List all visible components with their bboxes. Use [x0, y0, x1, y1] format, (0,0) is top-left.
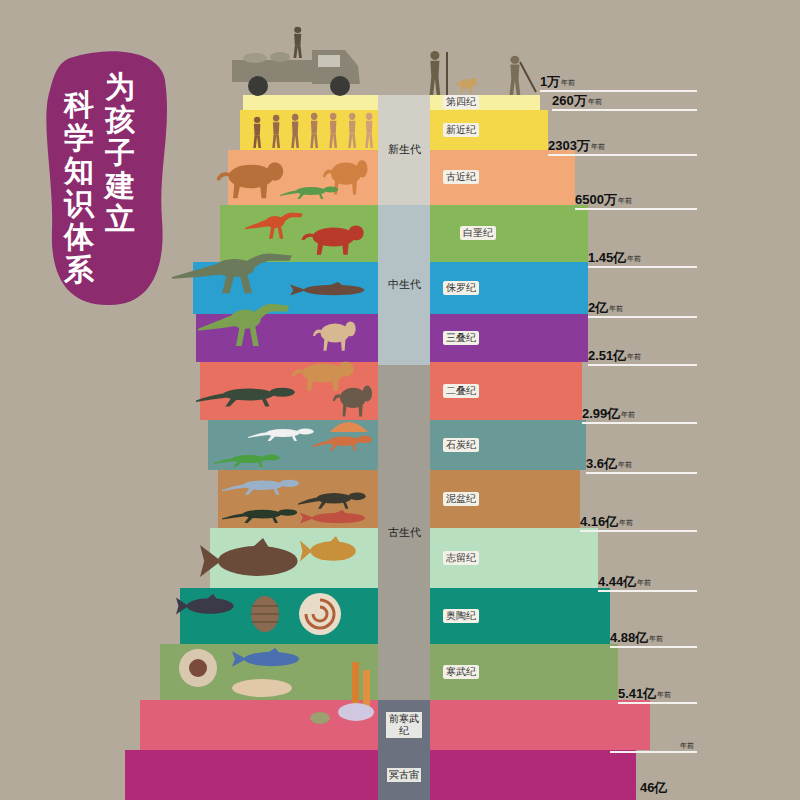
date-label: 3.6亿 [586, 456, 617, 471]
period-band: 三叠纪 [196, 314, 588, 362]
date-label: 260万 [552, 93, 587, 108]
label-holder: 6500万 [575, 192, 617, 207]
era-label: 古生代 [388, 526, 421, 539]
period-label: 白垩纪 [460, 226, 496, 240]
date-label: 2.99亿 [582, 406, 620, 421]
unit-label: 年前 [618, 461, 632, 469]
period-label: 第四纪 [443, 95, 479, 109]
period-label: 二叠纪 [443, 384, 479, 398]
label-holder: 2.99亿 [582, 406, 620, 421]
label-holder: 年前 [618, 461, 632, 469]
era-segment: 古生代 [378, 365, 430, 700]
label-holder: 46亿 [640, 780, 667, 795]
date-label: 2303万 [548, 138, 590, 153]
era-segment: 新生代 [378, 95, 430, 205]
label-holder: 年前 [609, 305, 623, 313]
label-holder: 1.45亿 [588, 250, 626, 265]
label-holder: 2亿 [588, 300, 608, 315]
unit-label: 年前 [680, 742, 694, 750]
period-label: 石炭纪 [443, 438, 479, 452]
label-holder: 科学知识体系 [64, 88, 94, 286]
unit-label: 年前 [618, 197, 632, 205]
period-band: 第四纪 [243, 95, 540, 110]
period-label: 寒武纪 [443, 665, 479, 679]
label-holder: 5.41亿 [618, 686, 656, 701]
era-label: 新生代 [388, 143, 421, 156]
period-band: 二叠纪 [200, 362, 582, 420]
period-band: 寒武纪 [160, 644, 618, 700]
period-band: 泥盆纪 [218, 470, 580, 528]
period-label: 新近纪 [443, 123, 479, 137]
era-segment: 中生代 [378, 205, 430, 365]
label-holder: 年前 [621, 411, 635, 419]
date-label: 6500万 [575, 192, 617, 207]
label-holder: 2.51亿 [588, 348, 626, 363]
label-holder: 4.16亿 [580, 514, 618, 529]
date-label: 4.16亿 [580, 514, 618, 529]
label-holder: 年前 [618, 197, 632, 205]
label-holder: 年前 [588, 98, 602, 106]
unit-label: 年前 [649, 635, 663, 643]
unit-label: 年前 [637, 579, 651, 587]
label-holder: 年前 [657, 691, 671, 699]
unit-label: 年前 [591, 143, 605, 151]
date-label: 1万 [540, 74, 560, 89]
unit-label: 年前 [588, 98, 602, 106]
label-holder: 年前 [619, 519, 633, 527]
eon-band: 冥古宙 [125, 750, 636, 800]
unit-label: 年前 [561, 79, 575, 87]
eon-label: 冥古宙 [387, 768, 421, 782]
title-text: 科学知识体系 [64, 88, 94, 286]
unit-label: 年前 [621, 411, 635, 419]
label-holder: 3.6亿 [586, 456, 617, 471]
label-holder: 年前 [561, 79, 575, 87]
unit-label: 年前 [627, 255, 641, 263]
date-label: 4.88亿 [610, 630, 648, 645]
eon-band: 前寒武纪 [140, 700, 650, 750]
unit-label: 年前 [657, 691, 671, 699]
period-label: 侏罗纪 [443, 281, 479, 295]
label-holder: 2303万 [548, 138, 590, 153]
period-band: 白垩纪 [220, 205, 588, 262]
period-label: 三叠纪 [443, 331, 479, 345]
label-holder: 年前 [627, 353, 641, 361]
label-holder: 4.88亿 [610, 630, 648, 645]
period-label: 奥陶纪 [443, 609, 479, 623]
label-holder: 为孩子建立 [105, 70, 135, 235]
unit-label: 年前 [609, 305, 623, 313]
label-holder: 年前 [637, 579, 651, 587]
label-holder: 年前 [627, 255, 641, 263]
period-label: 泥盆纪 [443, 492, 479, 506]
label-holder: 年前 [649, 635, 663, 643]
period-band: 古近纪 [228, 150, 575, 205]
label-holder: 4.44亿 [598, 574, 636, 589]
date-label: 5.41亿 [618, 686, 656, 701]
eon-label: 前寒武纪 [386, 712, 422, 738]
date-label: 4.44亿 [598, 574, 636, 589]
label-holder: 年前 [591, 143, 605, 151]
label-holder: 260万 [552, 93, 587, 108]
date-label: 46亿 [640, 780, 667, 795]
date-label: 1.45亿 [588, 250, 626, 265]
title-text: 为孩子建立 [105, 70, 135, 235]
period-label: 志留纪 [443, 551, 479, 565]
date-label: 2亿 [588, 300, 608, 315]
label-holder: 1万 [540, 74, 560, 89]
label-holder: 年前 [680, 742, 694, 750]
date-label: 2.51亿 [588, 348, 626, 363]
era-label: 中生代 [388, 278, 421, 291]
period-label: 古近纪 [443, 170, 479, 184]
unit-label: 年前 [627, 353, 641, 361]
unit-label: 年前 [619, 519, 633, 527]
period-band: 石炭纪 [208, 420, 586, 470]
period-band: 奥陶纪 [180, 588, 610, 644]
